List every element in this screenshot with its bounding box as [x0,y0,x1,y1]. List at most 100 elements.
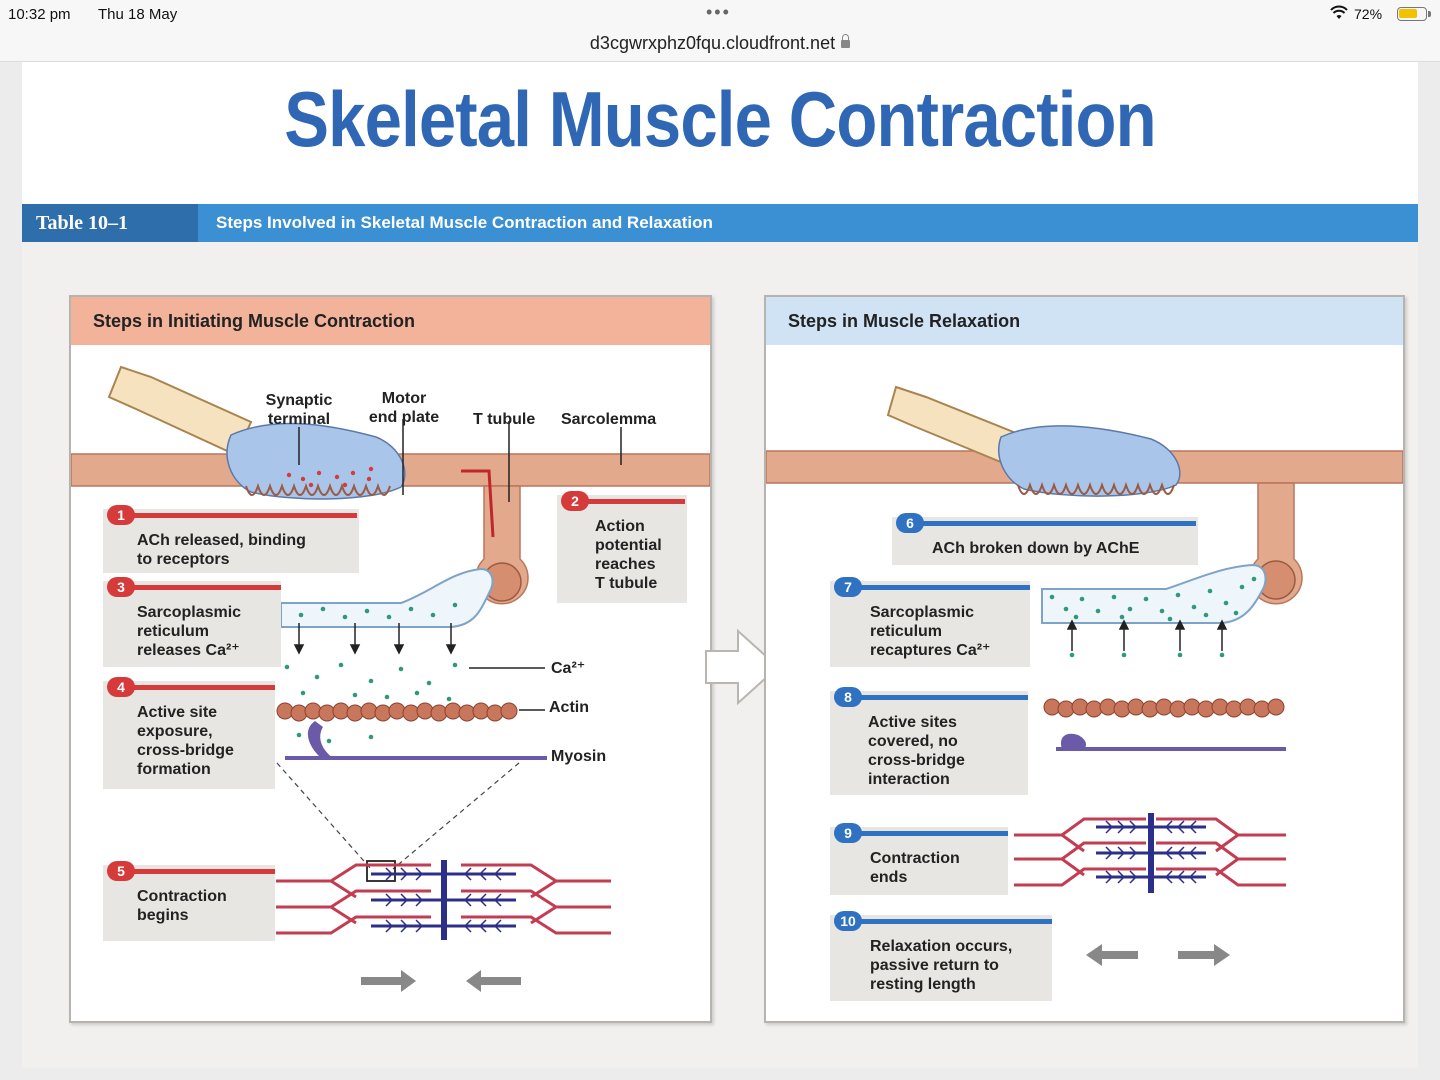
step-line: cross-bridge [868,752,965,769]
sr-calcium [298,602,458,620]
label-synaptic-terminal: Synaptic terminal [257,391,341,429]
address-bar[interactable]: d3cgwrxphz0fqu.cloudfront.net [0,28,1440,62]
battery-level [1399,9,1417,18]
label-line: terminal [267,411,331,428]
sarcomere-contracting [276,860,611,940]
step-5: 5 Contraction begins [103,861,275,941]
battery-percent: 72% [1354,6,1383,22]
label-line: Synaptic [265,392,333,409]
step-line: ends [870,869,908,886]
step-line: releases Ca²⁺ [137,642,240,659]
calcium-uptake-arrows [1066,619,1228,651]
step-line: ACh released, binding [137,532,306,549]
slide: Skeletal Muscle Contraction Table 10–1 S… [22,62,1418,1068]
sarcoplasmic-reticulum [280,567,494,628]
step-text: ACh released, binding to receptors [137,531,306,569]
battery-tip [1428,11,1431,17]
step-2: 2 Action potential reaches T tubule [557,491,687,603]
step-text: Action potential reaches T tubule [595,517,662,593]
junctional-folds [245,482,391,496]
label-actin: Actin [549,699,589,716]
step-line: Action [595,518,645,535]
step-line: resting length [870,976,976,993]
step-number: 1 [107,505,135,525]
step-line: Sarcoplasmic [870,604,975,621]
free-calcium [284,662,458,744]
step-bar [906,521,1196,526]
step-number: 8 [834,687,862,707]
next-arrow-icon [705,628,780,706]
url-text: d3cgwrxphz0fqu.cloudfront.net [589,33,836,53]
step-line: interaction [868,771,950,788]
label-t-tubule: T tubule [473,411,536,428]
step-line: Sarcoplasmic [137,604,242,621]
step-6: 6 ACh broken down by AChE [892,513,1198,565]
sarcoplasmic-reticulum [1041,563,1267,624]
step-1: 1 ACh released, binding to receptors [103,505,359,573]
wifi-icon [1330,5,1348,19]
sarcomere-relaxed [1014,813,1286,893]
step-number: 4 [107,677,135,697]
step-bar [844,585,1030,590]
step-text: Active sites covered, no cross-bridge in… [868,713,965,789]
step-line: cross-bridge [137,742,234,759]
actin-filament [276,702,518,722]
ach-molecules [286,466,374,488]
step-line: begins [137,907,189,924]
calcium-release-arrows [293,623,457,655]
step-number: 2 [561,491,589,511]
step-4: 4 Active site exposure, cross-bridge for… [103,677,275,789]
step-8: 8 Active sites covered, no cross-bridge … [830,687,1028,795]
step-line: Active site [137,704,218,721]
label-line: Motor [381,390,427,407]
more-dots-icon[interactable]: ••• [706,2,731,22]
label-sarcolemma: Sarcolemma [561,411,657,428]
step-bar [117,513,357,518]
step-line: T tubule [595,575,658,592]
table-header: Table 10–1 Steps Involved in Skeletal Mu… [22,204,1418,242]
relaxation-arrows [1086,944,1230,966]
step-number: 5 [107,861,135,881]
myosin-head [307,721,333,758]
step-text: Sarcoplasmic reticulum releases Ca²⁺ [137,603,241,660]
contraction-panel: Steps in Initiating Muscle Contraction [69,295,712,1023]
lock-icon [841,34,851,48]
status-date: Thu 18 May [98,6,178,23]
status-time: 10:32 pm [8,6,71,23]
step-line: potential [595,537,662,554]
step-number: 3 [107,577,135,597]
step-text: Sarcoplasmic reticulum recaptures Ca²⁺ [870,603,991,660]
label-calcium: Ca²⁺ [551,660,586,677]
step-text: ACh broken down by AChE [932,539,1139,558]
step-3: 3 Sarcoplasmic reticulum releases Ca²⁺ [103,577,281,667]
step-line: Contraction [137,888,227,905]
relaxation-diagram [766,385,1403,966]
step-number: 10 [834,911,862,931]
step-line: ACh broken down by AChE [932,540,1140,557]
url-display[interactable]: d3cgwrxphz0fqu.cloudfront.net [0,33,1440,54]
label-motor-end-plate: Motor end plate [359,389,449,427]
step-bar [117,585,281,590]
relaxation-panel: Steps in Muscle Relaxation [764,295,1405,1023]
step-line: formation [137,761,211,778]
table-label: Table 10–1 [22,204,198,242]
step-line: reticulum [137,623,210,640]
contraction-diagram [71,365,710,992]
step-bar [844,695,1028,700]
synaptic-terminal [226,422,406,500]
step-text: Relaxation occurs, passive return to res… [870,937,1012,994]
contraction-panel-heading: Steps in Initiating Muscle Contraction [71,297,710,345]
actin-filament [1043,698,1285,718]
zoom-line-left [276,762,372,870]
step-7: 7 Sarcoplasmic reticulum recaptures Ca²⁺ [830,577,1030,667]
battery-icon [1397,7,1427,21]
step-line: passive return to [870,957,999,974]
step-line: reticulum [870,623,943,640]
step-line: reaches [595,556,656,573]
myosin-head [1060,733,1086,749]
synaptic-terminal [998,425,1181,497]
label-line: end plate [368,409,440,426]
step-number: 7 [834,577,862,597]
step-line: covered, no [868,733,958,750]
action-potential-path [461,469,495,538]
